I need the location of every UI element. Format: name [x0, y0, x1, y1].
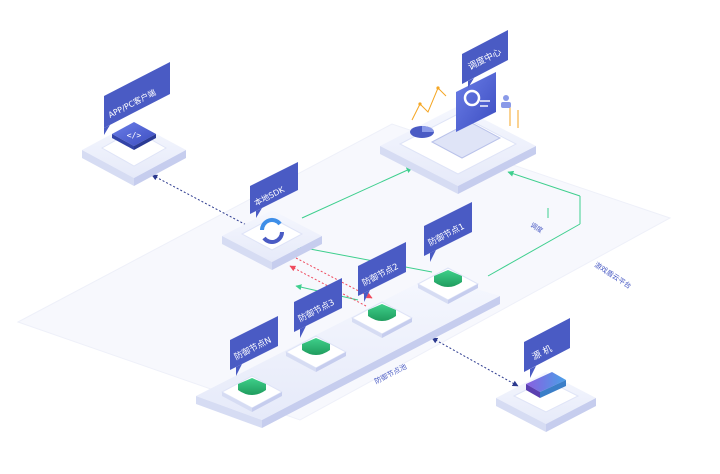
- dispatch-center-node[interactable]: [380, 72, 536, 194]
- link-sdk-dispatch: [301, 167, 413, 219]
- shield-icon: [368, 304, 396, 321]
- server-icon: [526, 372, 566, 398]
- shield-icon: [302, 338, 330, 355]
- user-icon: [501, 95, 511, 108]
- sync-icon: [260, 218, 284, 244]
- link-cluster-origin: [431, 337, 519, 387]
- defense-node-3[interactable]: [284, 335, 348, 372]
- laptop-icon: [430, 72, 502, 159]
- pie-chart-icon: [410, 126, 434, 138]
- origin-server-node[interactable]: [496, 372, 596, 432]
- svg-text:</>: </>: [127, 131, 142, 140]
- shield-icon: [434, 270, 462, 287]
- shield-icon: [238, 378, 266, 395]
- link-client-sdk: [151, 174, 253, 229]
- link-node1-sdk: [293, 244, 433, 273]
- code-window-icon: </>: [112, 122, 156, 150]
- defense-node-n[interactable]: [220, 375, 284, 412]
- link-dispatch-entry: [507, 170, 581, 197]
- defense-cluster-base: [196, 276, 500, 428]
- cloud-annotation: 游戏盾云平台: [593, 260, 633, 290]
- link-node1-dispatch: [487, 223, 581, 277]
- origin-label-tag: 源 机: [524, 318, 570, 378]
- dispatch-label-tag: 调度中心: [462, 30, 508, 88]
- sdk-node[interactable]: [222, 210, 322, 270]
- defense-node-1[interactable]: [416, 267, 480, 304]
- client-node[interactable]: </>: [82, 122, 186, 186]
- defense-node-2[interactable]: [350, 301, 414, 338]
